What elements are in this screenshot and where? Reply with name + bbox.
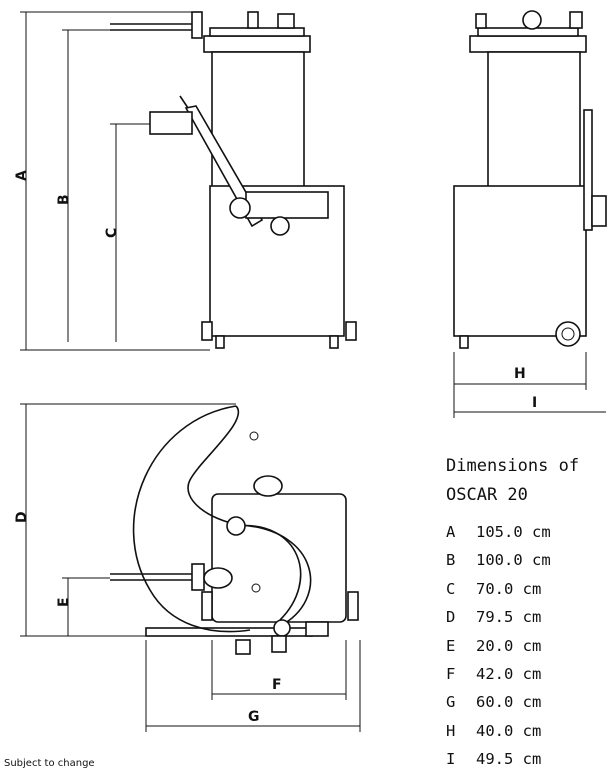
nozzle-block — [191, 563, 205, 591]
lid — [203, 35, 311, 53]
caption-line-1: Dimensions of — [446, 456, 580, 476]
front-base — [453, 185, 587, 337]
footer-note: Subject to change — [4, 758, 95, 769]
dimension-row: A 105.0 cm — [446, 518, 606, 546]
dim-label-e: E — [56, 597, 72, 607]
dimension-row: F 42.0 cm — [446, 660, 606, 688]
hole-1 — [249, 431, 259, 441]
dimension-key: B — [446, 551, 456, 570]
top-view: D E F G — [14, 403, 361, 732]
dimension-value: 20.0 cm — [476, 636, 542, 655]
pivot-small — [270, 216, 290, 236]
lever-sweep-lower — [239, 524, 312, 627]
dimension-value: 70.0 cm — [476, 579, 542, 598]
dimension-row: B 100.0 cm — [446, 546, 606, 574]
foot-left — [215, 335, 225, 349]
dimensions-caption: Dimensions of OSCAR 20 — [446, 452, 606, 510]
front-valve-round — [522, 10, 542, 30]
dimensions-table: A 105.0 cm B 100.0 cm C 70.0 cm D 79.5 cm E 2… — [446, 518, 606, 774]
dimension-key: I — [446, 750, 456, 769]
dim-label-i: I — [532, 395, 537, 411]
dim-label-f: F — [272, 677, 282, 693]
side-view: A B C — [14, 11, 357, 351]
front-lid — [469, 35, 587, 53]
lever-tip — [179, 95, 189, 109]
side-knob — [591, 195, 607, 227]
lever-bracket — [245, 191, 329, 219]
dimension-key: H — [446, 721, 456, 740]
handle-block — [191, 11, 203, 39]
dim-label-a: A — [14, 170, 30, 181]
top-wheel-right — [347, 591, 359, 621]
dim-label-c: C — [104, 228, 120, 238]
lever-sweep-inner — [235, 524, 302, 621]
front-view: H I — [453, 10, 607, 418]
dimension-key: A — [446, 523, 456, 541]
dimension-key: E — [446, 636, 456, 655]
dimension-row: D 79.5 cm — [446, 603, 606, 631]
top-base — [211, 493, 347, 623]
valve-1 — [247, 11, 259, 29]
hole-2 — [251, 583, 261, 593]
dimension-value: 79.5 cm — [476, 608, 542, 627]
dim-label-d: D — [14, 511, 30, 523]
lever-head — [149, 111, 193, 135]
dimension-value: 60.0 cm — [476, 693, 542, 712]
dim-label-b: B — [56, 194, 72, 205]
foot-right — [329, 335, 339, 349]
lever-arm — [184, 105, 264, 228]
dimension-value: 105.0 cm — [476, 523, 551, 541]
nozzle-cap — [203, 567, 233, 589]
wheel-left — [201, 321, 213, 341]
dimension-key: D — [446, 608, 456, 627]
dim-label-h: H — [514, 366, 526, 382]
lever-sweep-upper — [187, 405, 241, 526]
side-handle — [583, 109, 593, 231]
dimension-value: 49.5 cm — [476, 750, 542, 769]
dimension-row: H 40.0 cm — [446, 717, 606, 745]
pivot-large — [229, 197, 251, 219]
dimension-row: C 70.0 cm — [446, 575, 606, 603]
front-wheel-hub — [561, 327, 575, 341]
front-foot — [459, 335, 469, 349]
front-wheel — [555, 321, 581, 347]
top-pivot — [226, 516, 246, 536]
wheel-right — [345, 321, 357, 341]
top-wheel-left — [201, 591, 213, 621]
top-wheel-front — [273, 619, 291, 637]
dimension-key: G — [446, 693, 456, 712]
dimension-key: C — [446, 579, 456, 598]
dimension-key: F — [446, 665, 456, 684]
front-cylinder — [487, 51, 581, 189]
dimension-value: 100.0 cm — [476, 551, 551, 570]
top-latch — [305, 621, 329, 637]
dimension-value: 40.0 cm — [476, 721, 542, 740]
caption-line-2: OSCAR 20 — [446, 485, 528, 505]
front-valve-left — [475, 13, 487, 29]
front-valve — [569, 11, 583, 29]
lid-ring — [209, 27, 305, 37]
dimension-row: G 60.0 cm — [446, 688, 606, 716]
top-foot-1 — [235, 639, 251, 655]
lever-grip — [253, 475, 283, 497]
front-lid-ring — [477, 27, 579, 37]
dimension-row: I 49.5 cm — [446, 745, 606, 773]
dim-label-g: G — [248, 709, 260, 725]
dimension-row: E 20.0 cm — [446, 632, 606, 660]
dimension-value: 42.0 cm — [476, 665, 542, 684]
swing-arc — [132, 405, 251, 633]
top-foot-2 — [271, 635, 287, 653]
valve-2 — [277, 13, 295, 29]
